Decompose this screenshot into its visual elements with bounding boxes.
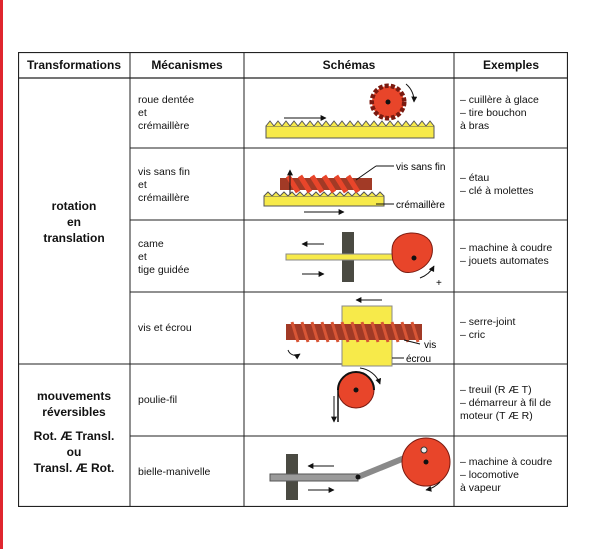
schemas-illustrations: vis sans fin crémaillère + vis écrou [263,83,451,500]
mechanisms-table: Transformations Mécanismes Schémas Exemp… [18,52,568,507]
screw-nut-diagram: vis écrou [286,297,436,367]
cam-rod-diagram: + [285,232,442,289]
crank-rod-diagram [269,437,451,500]
gear-wheel [369,83,407,121]
gear-rack-diagram [265,83,435,139]
header-exemples: Exemples [482,58,540,72]
mecanisme-2: vis sans fin et crémaillère [138,166,190,204]
mecanisme-4: vis et écrou [138,322,192,334]
mecanisme-3: came et tige guidée [138,238,190,276]
label-vis-sans-fin: vis sans fin [396,162,445,173]
mecanisme-1: roue dentée et crémaillère [138,94,195,132]
exemples-1: – cuillère à glace – tire bouchon à bras [460,94,539,132]
group-rot-transl: Rot. Æ Transl. ou Transl. Æ Rot. [33,429,115,475]
header-mecanismes: Mécanismes [151,58,223,72]
table-grid [18,52,568,507]
mecanisme-6: bielle-manivelle [138,466,211,478]
header-transformations: Transformations [26,58,122,72]
left-accent-bar [0,0,3,549]
exemples-3: – machine à coudre – jouets automates [460,242,553,267]
label-vis: vis [424,340,436,351]
label-ecrou: écrou [406,354,431,365]
exemples-6: – machine à coudre – locomotive à vapeur [460,456,553,494]
label-cremaillere: crémaillère [396,200,445,211]
mecanisme-5: poulie-fil [138,394,178,406]
exemples-5: – treuil (R Æ T) – démarreur à fil de mo… [460,384,552,422]
group-rotation-translation: rotation en translation [43,199,105,245]
header-schemas: Schémas [322,58,376,72]
worm-rack-diagram: vis sans fin crémaillère [263,162,445,215]
exemples-4: – serre-joint – cric [460,316,516,341]
label-plus: + [436,278,442,289]
exemples-2: – étau – clé à molettes [460,172,534,197]
pulley-wire-diagram [331,367,382,423]
group-mouvements-reversibles: mouvements réversibles [36,389,112,419]
